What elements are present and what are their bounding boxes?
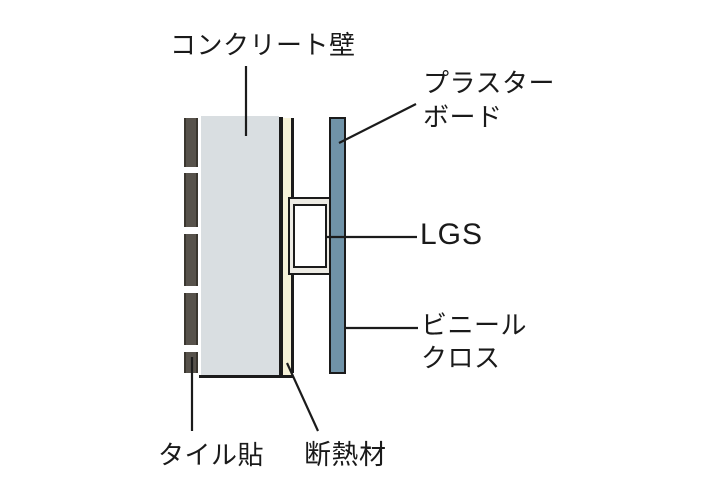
tile-segment: [184, 118, 198, 167]
plasterboard-layer: [329, 117, 346, 374]
label-plasterboard-line2: ボード: [423, 102, 503, 132]
wall-bottom-edge: [199, 374, 293, 378]
label-insulation: 断熱材: [304, 440, 387, 470]
concrete-wall-layer: [201, 116, 279, 375]
label-concrete-wall: コンクリート壁: [170, 30, 356, 60]
label-lgs: LGS: [420, 218, 484, 251]
label-vinyl-line1: ビニール: [421, 310, 528, 340]
tile-segment: [184, 352, 198, 373]
tile-segment: [184, 234, 198, 286]
label-plasterboard-line1: プラスター: [423, 68, 555, 98]
label-vinyl-line2: クロス: [421, 343, 501, 373]
concrete-wall-inner-edge: [279, 117, 283, 375]
label-plasterboard: プラスター ボード: [423, 66, 555, 134]
insulation-layer: [283, 118, 291, 375]
label-vinyl-cloth: ビニール クロス: [421, 309, 527, 375]
label-tile: タイル貼: [158, 440, 265, 470]
tile-segment: [184, 293, 198, 345]
tile-layer: [184, 118, 198, 373]
lgs-stud-channel: [292, 204, 327, 268]
leader-plasterboard: [338, 103, 417, 144]
tile-segment: [184, 173, 198, 227]
leader-insulation: [285, 362, 320, 432]
